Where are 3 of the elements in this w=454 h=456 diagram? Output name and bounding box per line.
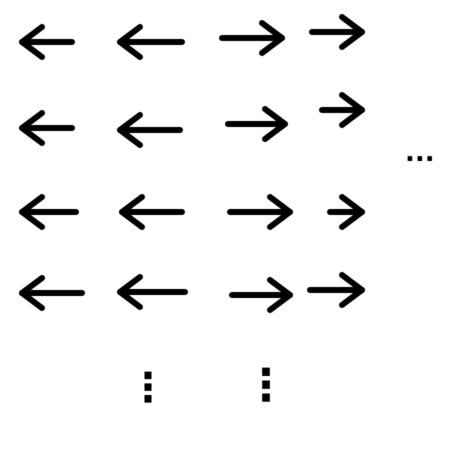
horizontal-ellipsis: ... (405, 140, 435, 166)
vertical-ellipsis: ⋮ (244, 364, 288, 408)
vertical-ellipsis: ⋮ (128, 368, 168, 408)
